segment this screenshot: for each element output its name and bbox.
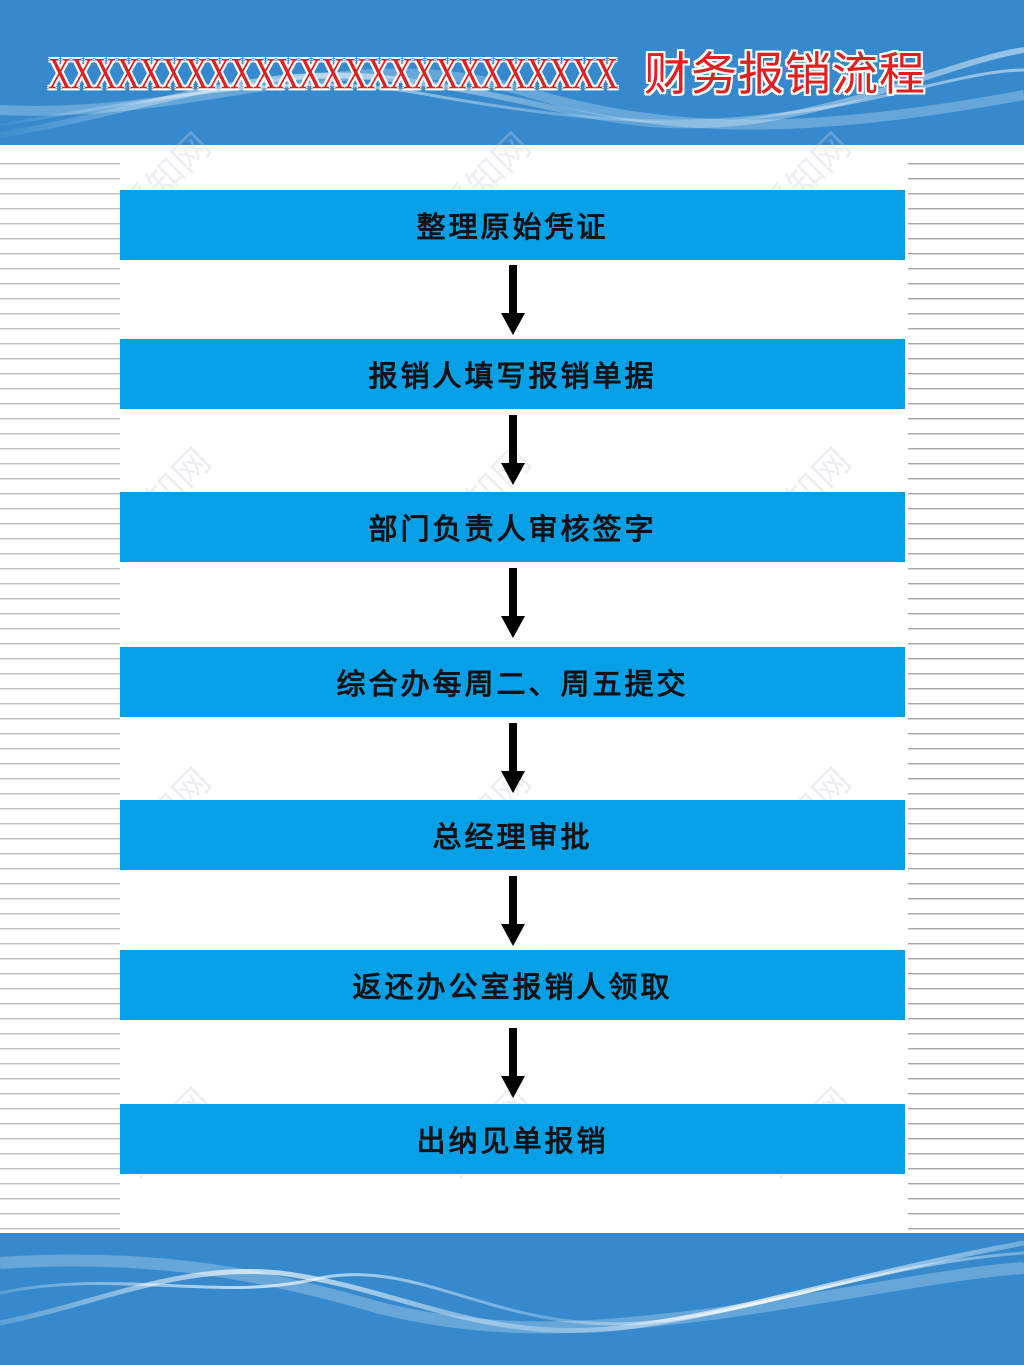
flow-step-label: 部门负责人审核签字 [368,512,657,546]
footer-banner [0,1233,1024,1365]
right-stripe-decoration [908,150,1024,1230]
down-arrow-icon [501,415,525,485]
title-main: 财务报销流程 [644,47,926,101]
flow-step-3: 部门负责人审核签字 [120,492,905,562]
flow-step-5: 总经理审批 [120,800,905,870]
down-arrow-icon [501,568,525,638]
wave-decoration [0,47,1024,138]
down-arrow-icon [501,723,525,793]
flow-step-label: 综合办每周二、周五提交 [336,667,689,701]
flow-step-label: 返还办公室报销人领取 [352,970,673,1004]
page-title: XXXXXXXXXXXXXXXXXXXXXXXXX 财务报销流程 [48,46,998,102]
flow-step-2: 报销人填写报销单据 [120,339,905,409]
flow-step-7: 出纳见单报销 [120,1104,905,1174]
header-banner: XXXXXXXXXXXXXXXXXXXXXXXXX 财务报销流程 [0,0,1024,145]
flow-step-label: 总经理审批 [432,820,593,854]
wave-decoration [0,1240,1024,1334]
flow-step-label: 整理原始凭证 [416,210,609,244]
left-stripe-decoration [0,150,120,1230]
down-arrow-icon [501,876,525,946]
flow-step-label: 报销人填写报销单据 [368,359,657,393]
flow-step-6: 返还办公室报销人领取 [120,950,905,1020]
flow-step-4: 综合办每周二、周五提交 [120,647,905,717]
flow-step-1: 整理原始凭证 [120,190,905,260]
flow-step-label: 出纳见单报销 [416,1124,609,1158]
down-arrow-icon [501,265,525,335]
title-prefix: XXXXXXXXXXXXXXXXXXXXXXXXX [48,49,618,98]
down-arrow-icon [501,1028,525,1098]
